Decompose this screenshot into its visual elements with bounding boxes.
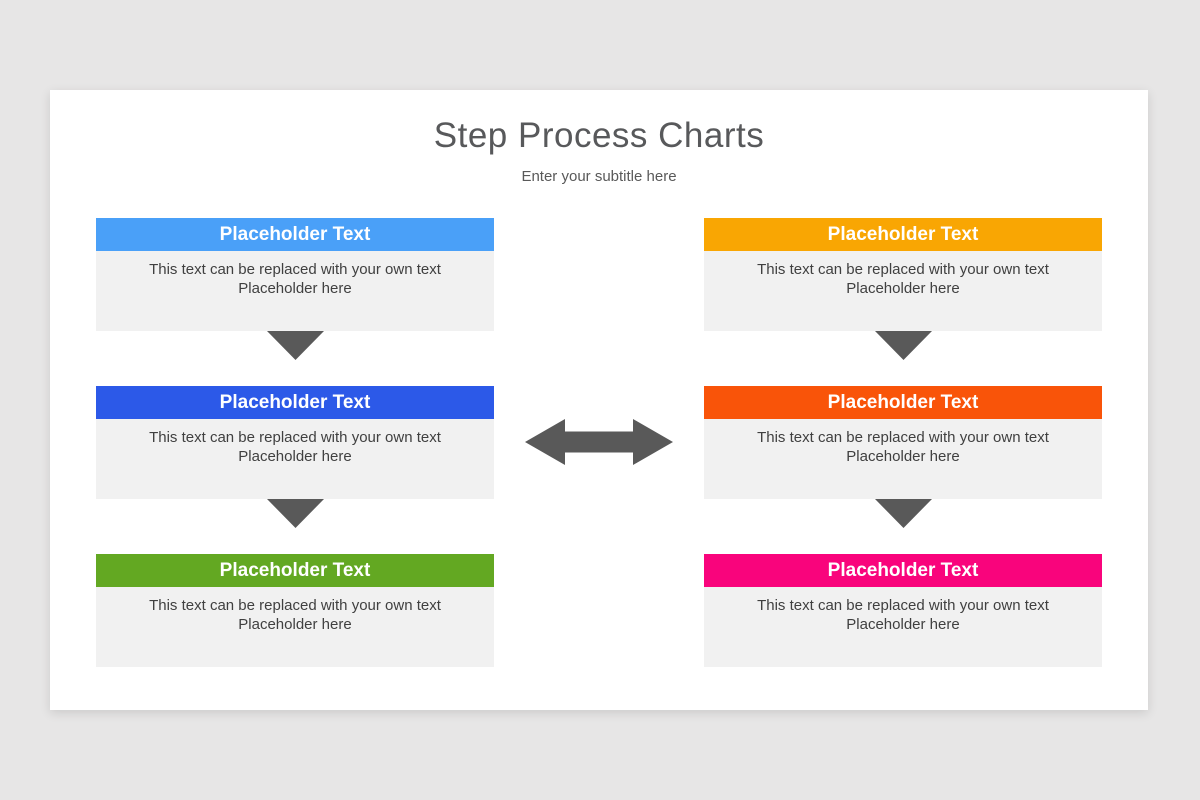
down-arrow-connector	[704, 499, 1102, 554]
step-body-line: This text can be replaced with your own …	[149, 597, 441, 614]
step-body-line: Placeholder here	[238, 616, 352, 633]
step-body-text: This text can be replaced with your own …	[704, 587, 1102, 667]
step-box: Placeholder Text This text can be replac…	[704, 218, 1102, 331]
triangle-down-icon	[266, 331, 324, 360]
step-header: Placeholder Text	[704, 218, 1102, 251]
down-arrow-connector	[704, 331, 1102, 386]
step-body-line: This text can be replaced with your own …	[757, 597, 1049, 614]
step-box: Placeholder Text This text can be replac…	[96, 386, 494, 499]
down-arrow-connector	[96, 331, 494, 386]
triangle-down-icon	[266, 499, 324, 528]
step-body-text: This text can be replaced with your own …	[96, 251, 494, 331]
step-body-line: Placeholder here	[846, 280, 960, 297]
down-arrow-connector	[96, 499, 494, 554]
step-body-text: This text can be replaced with your own …	[96, 587, 494, 667]
slide-card: Step Process Charts Enter your subtitle …	[50, 90, 1148, 710]
step-body-line: Placeholder here	[846, 616, 960, 633]
triangle-down-icon	[874, 331, 932, 360]
step-header: Placeholder Text	[96, 386, 494, 419]
step-body-text: This text can be replaced with your own …	[704, 419, 1102, 499]
step-body-line: Placeholder here	[238, 280, 352, 297]
step-box: Placeholder Text This text can be replac…	[704, 554, 1102, 667]
step-header: Placeholder Text	[704, 386, 1102, 419]
slide-subtitle: Enter your subtitle here	[521, 168, 677, 185]
step-body-line: This text can be replaced with your own …	[757, 429, 1049, 446]
step-column-right: Placeholder Text This text can be replac…	[704, 218, 1102, 667]
step-body-text: This text can be replaced with your own …	[704, 251, 1102, 331]
step-header: Placeholder Text	[96, 554, 494, 587]
step-header: Placeholder Text	[96, 218, 494, 251]
step-body-line: Placeholder here	[846, 448, 960, 465]
step-body-line: Placeholder here	[238, 448, 352, 465]
step-body-text: This text can be replaced with your own …	[96, 419, 494, 499]
step-column-left: Placeholder Text This text can be replac…	[96, 218, 494, 667]
step-body-line: This text can be replaced with your own …	[757, 261, 1049, 278]
step-box: Placeholder Text This text can be replac…	[96, 554, 494, 667]
triangle-down-icon	[874, 499, 932, 528]
step-box: Placeholder Text This text can be replac…	[704, 386, 1102, 499]
step-header: Placeholder Text	[704, 554, 1102, 587]
double-headed-arrow-icon	[525, 419, 673, 465]
step-box: Placeholder Text This text can be replac…	[96, 218, 494, 331]
slide-title: Step Process Charts	[433, 116, 765, 155]
step-body-line: This text can be replaced with your own …	[149, 261, 441, 278]
step-body-line: This text can be replaced with your own …	[149, 429, 441, 446]
